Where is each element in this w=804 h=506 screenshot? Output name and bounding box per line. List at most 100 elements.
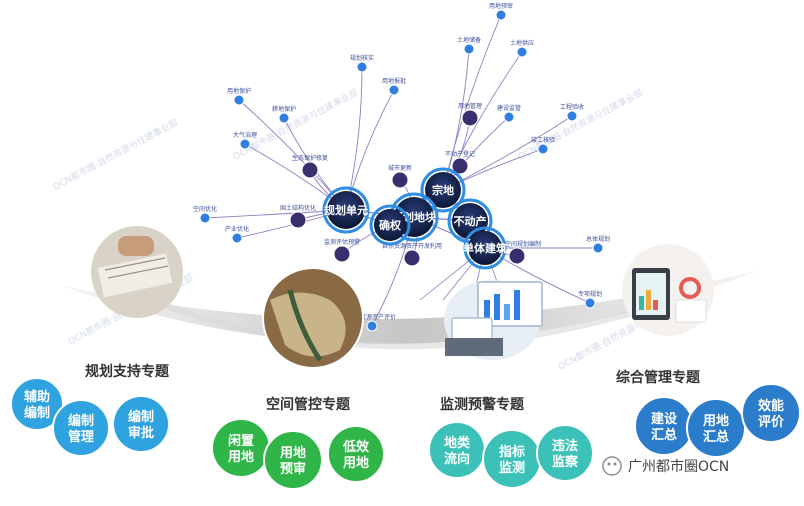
- theme-item-label: 建设: [651, 411, 678, 427]
- hub-label: 不动产: [454, 214, 487, 228]
- satellite-label: 用地保护: [227, 87, 251, 95]
- satellite-label: 自然资源资产评价: [348, 313, 396, 321]
- hub-label: 宗地: [432, 183, 454, 197]
- satellite-label: 产业优化: [225, 225, 249, 233]
- satellite-label: 用地报批: [382, 77, 406, 85]
- satellite-label: 竣工核验: [531, 136, 555, 144]
- satellite-label: 国土结构优化: [280, 204, 316, 212]
- satellite-label: 建设监管: [497, 104, 521, 112]
- satellite-label: 大气治理: [233, 131, 257, 139]
- satellite-node: 城市更新: [388, 164, 412, 189]
- theme-item-label: 用地: [279, 445, 306, 461]
- satellite-label: 城市更新: [388, 164, 412, 172]
- satellite-node: 大气治理: [233, 131, 257, 150]
- satellite-label: 监测评估预警: [324, 238, 360, 246]
- brand-name: 广州都市圈OCN: [628, 458, 729, 475]
- photo-monitor: [444, 280, 543, 360]
- satellite-node: 国土结构优化: [280, 204, 316, 229]
- theme-item-label: 用地: [702, 413, 729, 429]
- satellite-node: 土地供应: [510, 39, 534, 58]
- wechat-icon: [602, 456, 622, 476]
- satellite-node: 自然资源资产开发利用: [382, 242, 442, 267]
- photo-satellite-map: [262, 267, 364, 369]
- satellite-node: 产业优化: [225, 225, 249, 244]
- satellite-node: 国土空间规划编制: [493, 240, 541, 265]
- theme-title-planning: 规划支持专题: [85, 363, 170, 380]
- theme-title-integrated: 综合管理专题: [616, 369, 701, 386]
- satellite-label: 不动产登记: [445, 150, 475, 158]
- satellite-node: 耕地保护: [272, 105, 296, 124]
- satellite-node: 自然资源资产评价: [348, 313, 396, 332]
- photo-tablet: [622, 244, 714, 336]
- watermark-text-1: OCN都市圈·自然资源与住建事业部: [51, 116, 180, 192]
- satellite-label: 工程验收: [560, 103, 584, 111]
- satellite-node: 用地报批: [382, 77, 406, 96]
- satellite-label: 空间优化: [193, 205, 217, 213]
- satellite-node: 生态保护修复: [292, 154, 328, 179]
- satellite-label: 用地预审: [489, 2, 513, 10]
- base-arc-shadow: [148, 292, 691, 350]
- satellite-label: 土地储备: [457, 36, 481, 44]
- theme-item-label: 审批: [128, 425, 154, 441]
- hub-node: 宗地: [420, 167, 466, 213]
- hub-node: 单体建筑: [463, 226, 507, 270]
- satellite-label: 土地供应: [510, 39, 534, 47]
- theme-item-label: 汇总: [703, 429, 729, 445]
- theme-item-label: 违法: [552, 438, 578, 454]
- hub-node: 规划单元: [322, 186, 370, 234]
- hub-node: 确权: [369, 204, 411, 246]
- theme-item-label: 闲置: [228, 434, 254, 449]
- satellite-node: 空间优化: [193, 205, 217, 224]
- theme-circles: 辅助编制编制管理编制审批闲置用地用地预审低效用地地类流向指标监测违法监察建设汇总…: [10, 377, 801, 490]
- satellite-node: 规划核实: [350, 54, 374, 73]
- theme-item-label: 评价: [758, 415, 785, 430]
- theme-item-label: 监测: [499, 460, 525, 476]
- photo-writing: [91, 226, 183, 318]
- satellite-node: 用地保护: [227, 87, 251, 106]
- satellite-label: 总体规划: [586, 235, 610, 243]
- theme-item: 用地预审: [263, 430, 323, 490]
- hub-nodes: 宗地规划单元规划地块不动产确权单体建筑: [322, 167, 507, 270]
- satellite-link: [442, 115, 573, 191]
- satellite-label: 耕地保护: [272, 105, 296, 113]
- theme-item-label: 辅助: [24, 389, 50, 405]
- satellite-label: 用地管理: [458, 102, 482, 110]
- hub-label: 确权: [379, 218, 402, 232]
- satellite-node: 用地预审: [489, 2, 513, 21]
- theme-item-label: 指标: [499, 444, 525, 460]
- theme-item-label: 低效: [342, 439, 370, 455]
- theme-title-monitoring: 监测预警专题: [440, 396, 525, 413]
- satellite-label: 规划核实: [350, 54, 374, 62]
- satellite-label: 生态保护修复: [292, 154, 328, 162]
- hub-label: 单体建筑: [463, 241, 507, 255]
- watermark-text-2: OCN都市圈·自然资源与住建事业部: [231, 86, 360, 162]
- theme-item-label: 汇总: [651, 427, 677, 443]
- satellite-node: 竣工核验: [531, 136, 555, 155]
- satellite-link: [345, 89, 395, 211]
- theme-item-label: 地类: [444, 435, 471, 451]
- theme-item-label: 预审: [280, 461, 306, 477]
- theme-item-label: 监察: [552, 454, 579, 470]
- brand: 广州都市圈OCN: [602, 456, 729, 476]
- satellite-label: 专项规划: [578, 290, 602, 298]
- theme-item-label: 流向: [444, 451, 470, 467]
- satellite-node: 不动产登记: [445, 150, 475, 175]
- theme-title-space-control: 空间管控专题: [266, 396, 351, 413]
- satellite-node: 工程验收: [560, 103, 584, 122]
- satellite-node: 用地管理: [458, 102, 482, 127]
- watermark-text-3: OCN都市圈·自然资源与住建事业部: [516, 86, 645, 162]
- satellite-label: 国土空间规划编制: [493, 240, 541, 248]
- hub-label: 规划单元: [324, 203, 368, 217]
